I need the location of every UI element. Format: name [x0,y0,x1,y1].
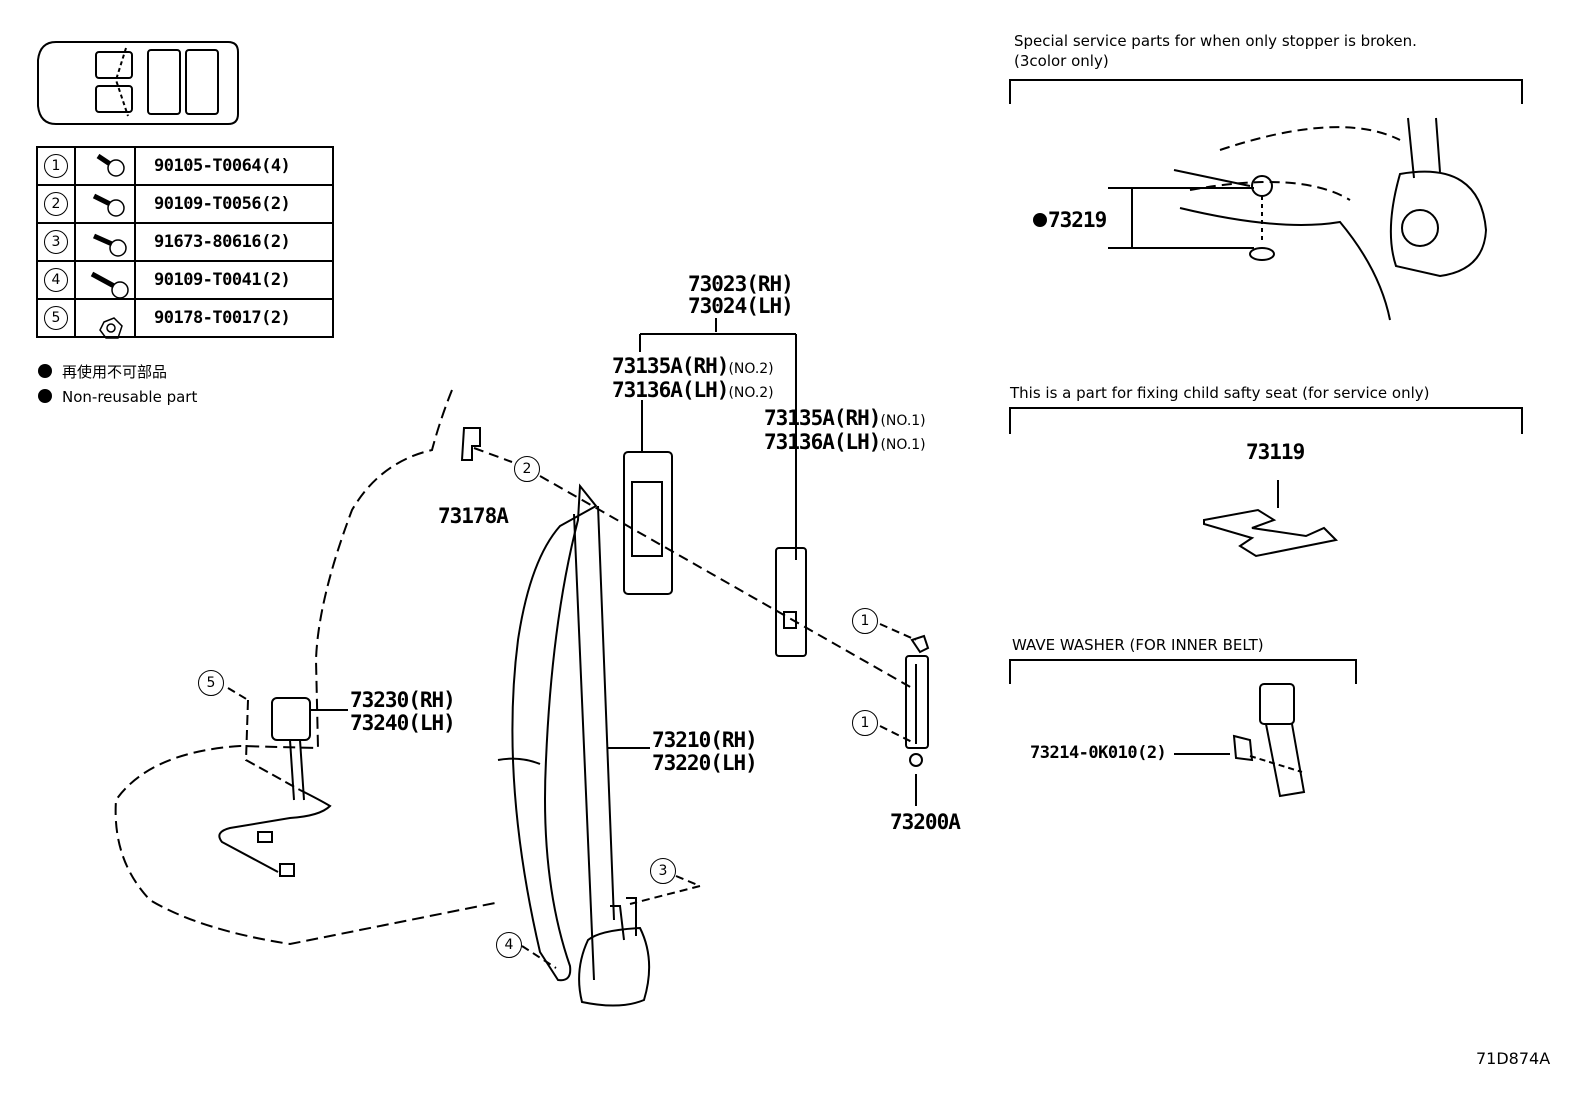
figure-code: 71D874A [1476,1049,1551,1068]
label-73119: 73119 [1246,440,1305,464]
label-73136A-no1: 73136A(LH)(NO.1) [764,430,926,454]
table-row: 5 90178-T0017(2) [36,298,334,338]
fastener-table: 1 90105-T0064(4) 2 90109-T0056(2) 3 9167… [36,146,334,338]
callout-3: 3 [650,858,676,884]
part-number: 90105-T0064(4) [134,146,334,186]
note-stopper-line1: Special service parts for when only stop… [1014,32,1417,50]
ref-number: 4 [44,268,68,292]
part-number: 91673-80616(2) [134,222,334,262]
note-wave-washer: WAVE WASHER (FOR INNER BELT) [1012,636,1264,654]
ref-number: 5 [44,306,68,330]
part-number: 90178-T0017(2) [134,298,334,338]
bullet-icon [38,389,52,403]
vehicle-location-icon [37,41,239,125]
legend-jp: 再使用不可部品 [38,363,167,381]
part-number: 90109-T0041(2) [134,260,334,300]
label-73135A-no2: 73135A(RH)(NO.2) [612,354,774,378]
child-seat-plate-73119 [1203,508,1339,558]
callout-1-upper: 1 [852,608,878,634]
label-73219: 73219 [1048,208,1107,232]
callout-4: 4 [496,932,522,958]
part-number: 90109-T0056(2) [134,184,334,224]
label-73240: 73240(LH) [350,711,456,735]
nut-icon [74,298,136,338]
label-73210: 73210(RH) [652,728,758,752]
note-stopper-line2: (3color only) [1014,52,1109,70]
bolt-icon [74,222,136,262]
ref-number: 3 [44,230,68,254]
bullet-icon [38,364,52,378]
table-row: 2 90109-T0056(2) [36,184,334,224]
buckle-73230 [218,697,332,877]
bolt-icon [74,184,136,224]
note-child-seat: This is a part for fixing child safty se… [1010,384,1430,402]
callout-5: 5 [198,670,224,696]
callout-1-lower: 1 [852,710,878,736]
label-73230: 73230(RH) [350,688,456,712]
bolt-icon [74,146,136,186]
label-73136A-no2: 73136A(LH)(NO.2) [612,378,774,402]
callout-2: 2 [514,456,540,482]
legend-en: Non-reusable part [38,388,197,406]
belt-assembly-73210 [497,483,651,1007]
label-73200A: 73200A [890,810,961,834]
adjuster-73200A [905,634,930,767]
label-73178A: 73178A [438,504,509,528]
label-73220: 73220(LH) [652,751,758,775]
label-73023: 73023(RH) [688,272,794,296]
label-73135A-no1: 73135A(RH)(NO.1) [764,406,926,430]
table-row: 4 90109-T0041(2) [36,260,334,300]
label-73024: 73024(LH) [688,294,794,318]
table-row: 3 91673-80616(2) [36,222,334,262]
inner-belt-wave-washer [1232,683,1306,798]
bolt-icon [74,260,136,300]
table-row: 1 90105-T0064(4) [36,146,334,186]
ref-number: 2 [44,192,68,216]
seat-outline [114,389,501,946]
ref-number: 1 [44,154,68,178]
label-73214: 73214-0K010(2) [1030,743,1167,763]
